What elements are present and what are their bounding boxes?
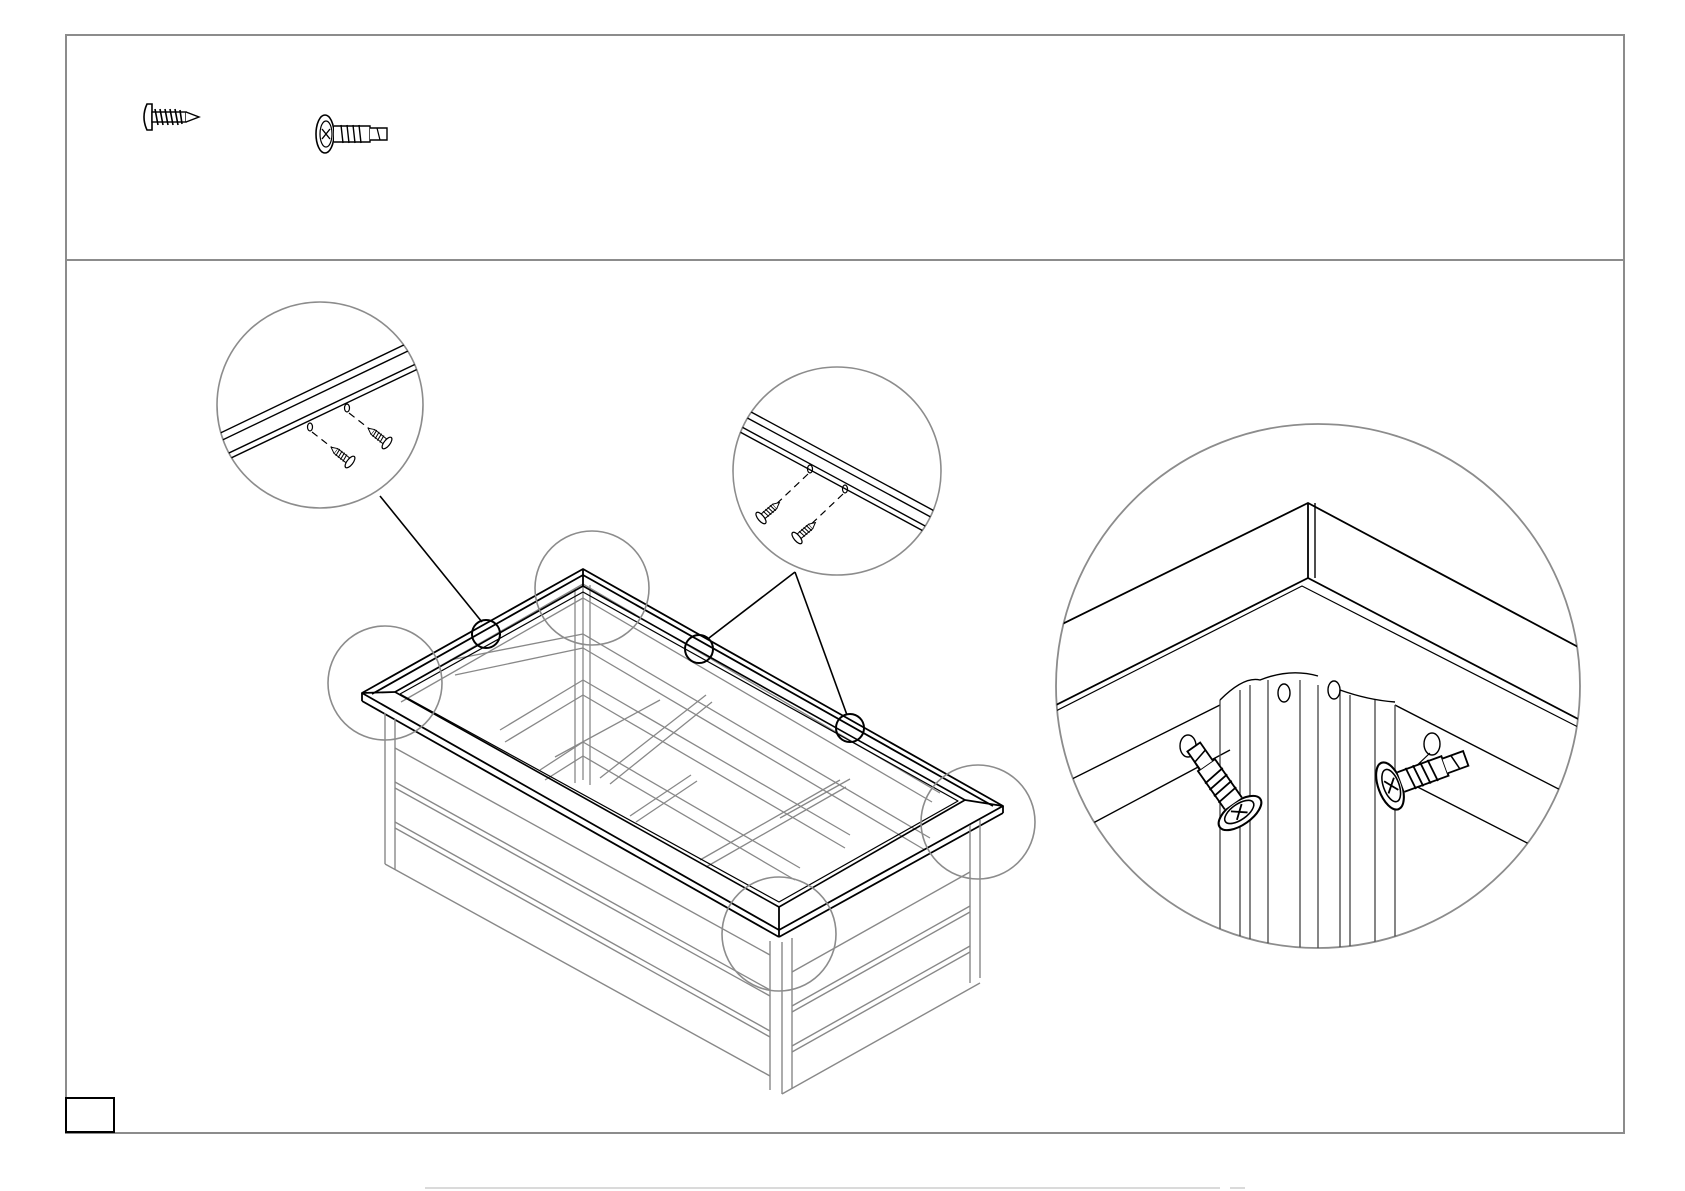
washer-head-self-drilling-screw-icon [316,115,387,153]
detail-circle-rail-screws-left [210,302,423,508]
page-number-box [65,1097,115,1133]
detail-circle-rail-screws-right [733,367,941,575]
raised-bed-drawing [362,569,1003,1094]
detail-circle-corner-enlarged [1050,424,1580,960]
pan-head-tapping-screw-icon [144,104,199,130]
